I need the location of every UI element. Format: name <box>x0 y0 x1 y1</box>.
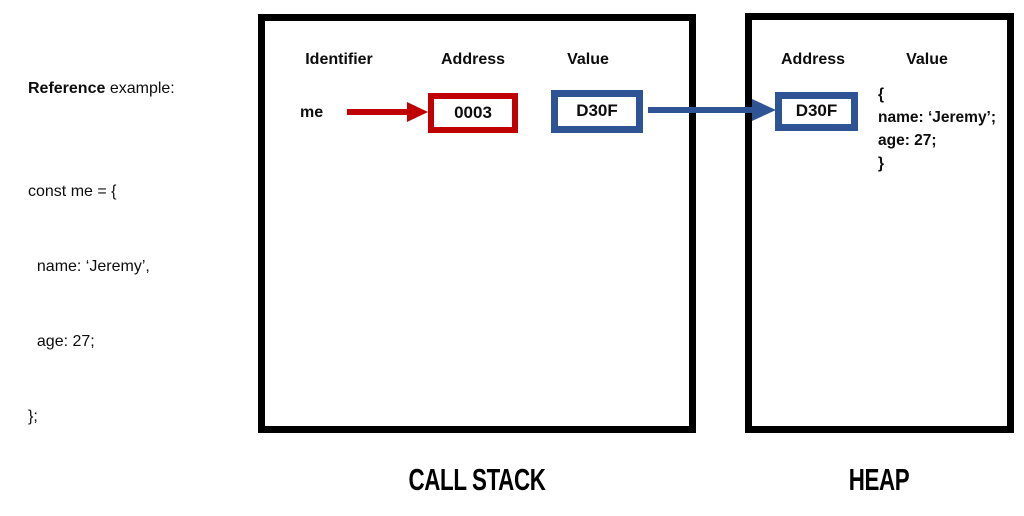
code-line-1: const me = { <box>28 183 117 200</box>
heap-value-line-2: name: ‘Jeremy’; <box>878 109 997 126</box>
call-stack-address-cell: 0003 <box>428 93 518 133</box>
call-stack-value-cell: D30F <box>551 90 643 133</box>
call-stack-header-identifier: Identifier <box>305 51 373 68</box>
call-stack-header-address: Address <box>440 51 506 68</box>
heap-header-address: Address <box>780 51 846 68</box>
red-arrow-identifier-to-address <box>347 102 428 122</box>
red-arrow-head <box>407 102 428 122</box>
reference-example-heading: Reference example: <box>28 76 175 101</box>
code-line-2: name: ‘Jeremy’, <box>28 258 150 275</box>
red-arrow-shaft <box>347 109 409 115</box>
reference-example-block: Reference example: const me = { name: ‘J… <box>28 26 175 479</box>
blue-arrow-shaft <box>648 107 754 113</box>
call-stack-box <box>258 14 696 433</box>
heap-value-line-3: age: 27; <box>878 132 937 149</box>
blue-arrow-value-to-heap <box>648 99 776 121</box>
identifier-me: me <box>300 104 324 121</box>
code-line-4: }; <box>28 408 38 425</box>
heap-value-line-4: } <box>878 155 885 172</box>
reference-heading-rest: example: <box>105 80 175 97</box>
heap-value-line-1: { <box>878 86 885 103</box>
heap-header-value: Value <box>906 51 948 68</box>
call-stack-title: CALL STACK <box>408 462 546 497</box>
heap-box <box>745 13 1014 433</box>
heap-address-cell: D30F <box>775 92 858 131</box>
call-stack-header-value: Value <box>567 51 609 68</box>
code-line-3: age: 27; <box>28 333 95 350</box>
blue-arrow-head <box>752 99 776 121</box>
reference-heading-bold: Reference <box>28 80 106 97</box>
heap-object-literal: { name: ‘Jeremy’; age: 27; } <box>878 83 996 175</box>
heap-title: HEAP <box>848 462 910 497</box>
